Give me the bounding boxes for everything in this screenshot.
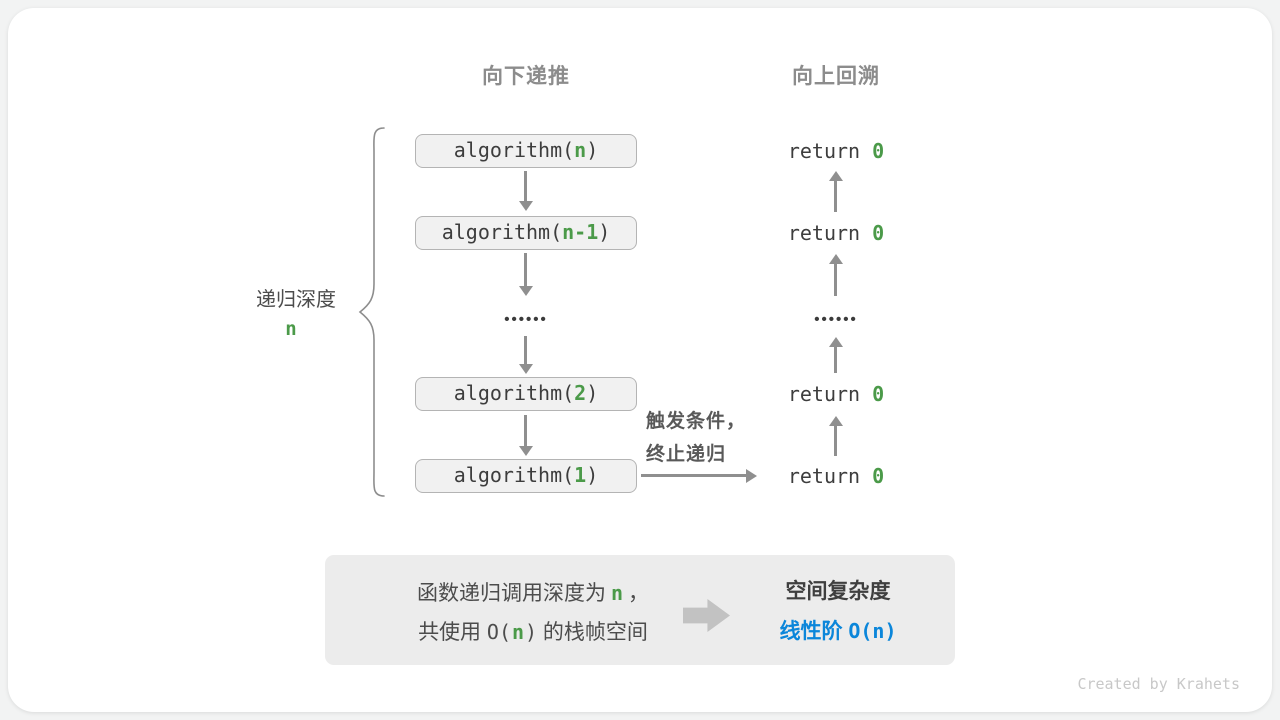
return-row: return 0 [756,138,916,164]
depth-value: n [285,318,297,340]
arrow-down-icon [524,415,527,447]
ellipsis-left: •••••• [504,311,548,328]
arrow-up-icon [834,346,837,373]
summary-left-line2: 共使用 O(n) 的栈帧空间 [333,616,733,646]
depth-label: 递归深度 [256,289,336,311]
call-text: ) [598,220,611,244]
summary-right-title: 空间复杂度 [785,580,891,603]
call-box-2: algorithm(2) [415,377,637,411]
summary-text: 的栈帧空间 [537,621,648,644]
arrow-down-icon [524,171,527,202]
call-text: algorithm( [453,463,575,487]
arrow-down-icon [524,336,527,365]
summary-text: 函数递归调用深度为 [416,582,606,605]
return-value: 0 [872,221,885,245]
return-row: return 0 [756,381,916,407]
call-box-n: algorithm(n) [415,134,637,168]
watermark: Created by Krahets [1077,675,1240,693]
call-arg: n-1 [562,220,599,244]
summary-var: n [610,581,624,605]
return-text: return [787,382,873,406]
call-arg: 1 [574,463,587,487]
header-descend: 向下递推 [482,65,570,88]
summary-text: ， [628,582,650,605]
depth-brace [358,127,385,497]
summary-result-code: O(n) [848,619,897,643]
call-text: ) [586,138,599,162]
call-arg: n [574,138,587,162]
call-text: algorithm( [441,220,563,244]
ellipsis-right: •••••• [814,311,858,328]
summary-code: O( [486,620,511,644]
arrow-down-icon [524,253,527,287]
return-row: return 0 [756,463,916,489]
call-arg: 2 [574,381,587,405]
base-case-note-line1: 触发条件， [646,411,747,432]
call-box-n-1: algorithm(n-1) [415,216,637,250]
summary-var: n [512,620,525,644]
call-text: algorithm( [453,138,575,162]
arrow-right-icon [641,474,748,477]
summary-code: ) [525,620,538,644]
base-case-note-line2: 终止递归 [646,444,727,465]
arrow-up-icon [834,425,837,456]
call-text: ) [586,381,599,405]
return-row: return 0 [756,220,916,246]
call-text: algorithm( [453,381,575,405]
return-text: return [787,139,873,163]
return-value: 0 [872,382,885,406]
summary-text: 共使用 [418,621,487,644]
arrow-up-icon [834,263,837,296]
summary-result-text: 线性阶 [779,620,849,643]
return-text: return [787,221,873,245]
return-value: 0 [872,139,885,163]
arrow-up-icon [834,180,837,212]
call-box-1: algorithm(1) [415,459,637,493]
return-value: 0 [872,464,885,488]
return-text: return [787,464,873,488]
call-text: ) [586,463,599,487]
header-backtrack: 向上回溯 [792,65,880,88]
summary-right-result: 线性阶 O(n) [738,615,938,645]
